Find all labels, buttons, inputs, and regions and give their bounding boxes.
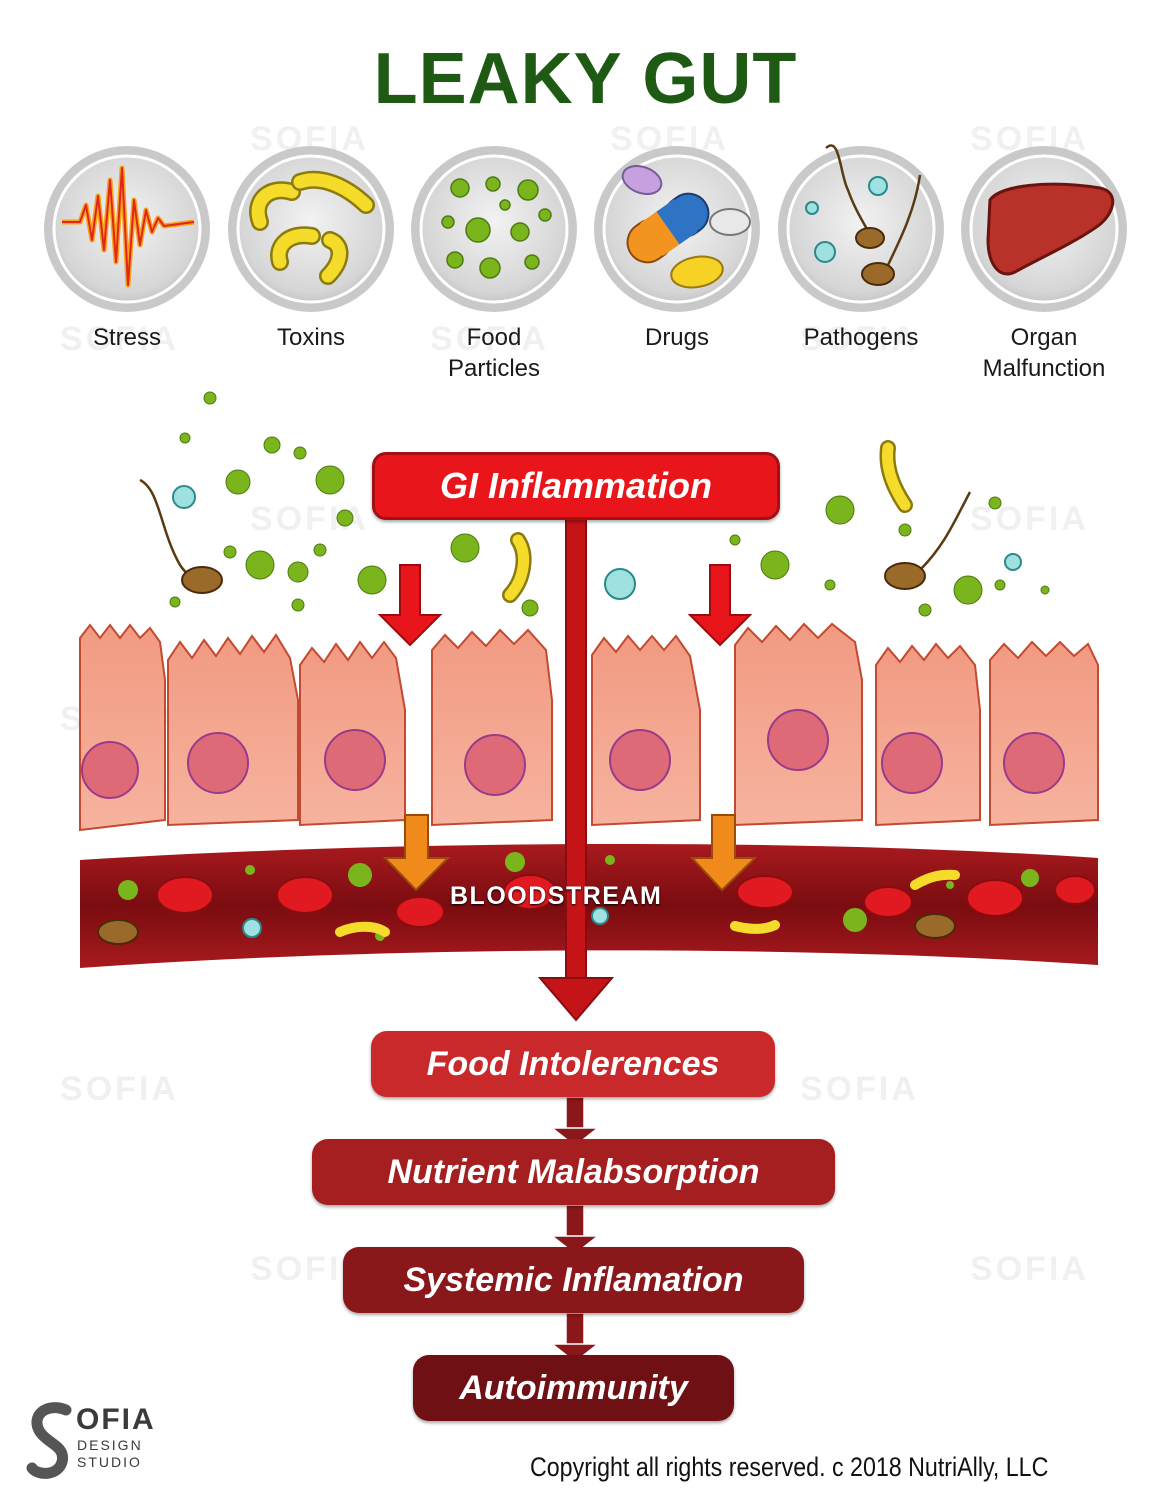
- page-title: LEAKY GUT: [373, 39, 798, 119]
- watermark-text: SOFIA: [970, 1250, 1089, 1288]
- copyright-notice: Copyright all rights reserved. c 2018 Nu…: [530, 1452, 1049, 1482]
- cause-label-pathogens: Pathogens: [803, 324, 919, 351]
- pills-icon: [621, 164, 751, 289]
- watermark-text: SOFIA: [800, 1070, 919, 1108]
- watermark-text: SOFIA: [60, 1070, 179, 1108]
- cause-icons: [44, 144, 1127, 312]
- stress-wave-icon: [62, 165, 195, 288]
- pathogens-icon: [805, 144, 922, 286]
- step-systemic-inflamation: Systemic Inflamation: [343, 1247, 804, 1313]
- watermark-text: SOFIA: [970, 500, 1089, 538]
- cause-label-food-particles: Food Particles: [447, 324, 541, 382]
- step-nutrient-malabsorption: Nutrient Malabsorption: [312, 1139, 835, 1205]
- liver-icon: [986, 182, 1115, 276]
- toxin-bacteria-icon: [249, 170, 375, 285]
- entry-arrow-icon: [382, 814, 758, 892]
- step-connector-icon: [549, 1096, 601, 1363]
- blood-particles: [118, 852, 1039, 941]
- cause-disc: [778, 146, 944, 312]
- floating-pathogens: [139, 440, 1022, 603]
- food-particles-icon: [441, 176, 552, 279]
- red-blood-cells: [156, 874, 1096, 928]
- logo-design-text: DESIGN: [77, 1437, 143, 1453]
- epithelial-cells: [79, 622, 1099, 832]
- cause-disc: [411, 146, 577, 312]
- cause-label-organ-malfunction: Organ Malfunction: [982, 324, 1106, 382]
- watermark-text: SOFIA: [430, 320, 549, 358]
- cause-label-toxins: Toxins: [276, 324, 346, 351]
- watermark-text: SOFIA: [610, 120, 729, 158]
- gi-inflammation-box: GI Inflammation: [372, 452, 780, 520]
- step-food-intolerences: Food Intolerences: [371, 1031, 775, 1097]
- bloodstream-vessel: [80, 843, 1098, 968]
- sofia-logo-icon: [26, 1402, 72, 1479]
- blood-pathogens: [97, 869, 960, 945]
- gut-lining-diagram: [79, 391, 1099, 1363]
- step-autoimmunity: Autoimmunity: [413, 1355, 734, 1421]
- bloodstream-label: BLOODSTREAM: [450, 882, 663, 910]
- cause-label-drugs: Drugs: [644, 324, 710, 351]
- watermark-text: SOFIA: [60, 320, 179, 358]
- cell-nuclei: [81, 709, 1065, 799]
- leak-arrow-icon: [377, 564, 753, 647]
- floating-particles: [169, 391, 1050, 617]
- watermark-text: SOFIA: [800, 320, 919, 358]
- logo-studio-text: STUDIO: [77, 1454, 142, 1470]
- cause-label-stress: Stress: [92, 324, 161, 351]
- logo-brand-text: OFIA: [76, 1403, 156, 1436]
